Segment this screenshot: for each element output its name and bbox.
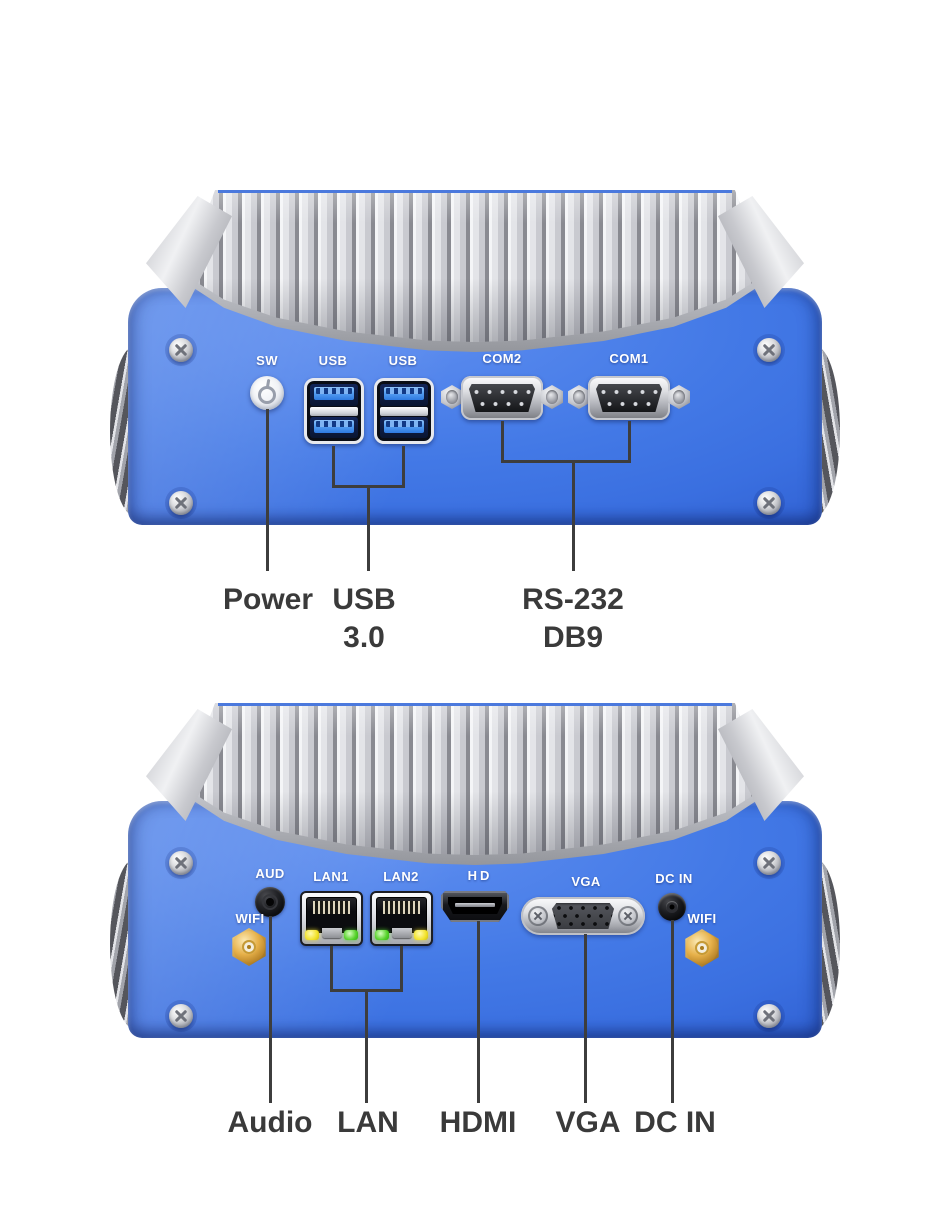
db9-pins: [596, 384, 662, 412]
db9-shell: [588, 376, 670, 420]
corner-screw: [169, 1004, 193, 1028]
usb-divider: [380, 406, 428, 416]
callout-bracket-usb: [332, 485, 405, 488]
corner-screw: [757, 851, 781, 875]
heatsink-fins: [183, 703, 767, 855]
callout-label-db9: DB9: [542, 621, 603, 654]
vga-screw: [528, 906, 548, 926]
audio-label: AUD: [255, 866, 285, 881]
db9-shell: [461, 376, 543, 420]
audio-jack: [255, 887, 285, 917]
lan1-port: [300, 891, 363, 946]
callout-line-com2: [501, 421, 504, 463]
wifi-right-label: WIFI: [687, 911, 717, 926]
jack-screw: [541, 385, 563, 409]
usb-port-stack-right: [374, 378, 434, 444]
usb-tongue: [314, 387, 354, 400]
callout-line-com1: [628, 421, 631, 463]
heatsink-fins: [183, 190, 767, 342]
sma-core: [242, 940, 256, 954]
rj45-latch: [391, 928, 412, 938]
corner-screw: [757, 491, 781, 515]
com1-label: COM1: [609, 351, 649, 366]
usb-tongue: [384, 387, 424, 400]
rj45-pins: [383, 901, 420, 914]
callout-label-audio: Audio: [227, 1106, 313, 1139]
corner-screw: [169, 491, 193, 515]
callout-label-dc-in: DC IN: [634, 1106, 716, 1139]
usb-port: [310, 416, 358, 438]
jack-screw: [441, 385, 463, 409]
corner-screw: [169, 851, 193, 875]
callout-line-usb-left: [332, 446, 335, 488]
lan-led-yellow: [305, 930, 319, 940]
hdmi-port: [441, 891, 509, 922]
callout-line-audio: [269, 916, 272, 1103]
sma-core: [695, 941, 709, 955]
usb-left-label: USB: [318, 353, 348, 368]
vga-port: [521, 897, 645, 935]
vga-label: VGA: [571, 874, 601, 889]
usb-tongue: [314, 419, 354, 433]
usb-tongue: [384, 419, 424, 433]
callout-bracket-lan: [330, 989, 403, 992]
corner-screw: [757, 338, 781, 362]
wifi-antenna-connector-right: [685, 929, 719, 967]
com1-serial-port: [568, 374, 690, 422]
wifi-antenna-connector-left: [232, 928, 266, 966]
callout-line-hdmi: [477, 921, 480, 1103]
usb-port: [310, 384, 358, 406]
callout-label-vga: VGA: [555, 1106, 621, 1139]
rj45-socket: [306, 897, 357, 933]
db9-pins: [469, 384, 535, 412]
lan-led-green: [344, 930, 358, 940]
lan-led-yellow: [414, 930, 428, 940]
callout-label-lan: LAN: [337, 1106, 399, 1139]
callout-line-power: [266, 409, 269, 571]
callout-label-power: Power: [222, 583, 314, 616]
callout-line-usb-right: [402, 446, 405, 488]
callout-label-usb: USB: [332, 583, 396, 616]
jack-screw: [568, 385, 590, 409]
lan-led-green: [375, 930, 389, 940]
usb-port: [380, 416, 428, 438]
power-button: [250, 376, 284, 410]
callout-line-dc-in: [671, 920, 674, 1103]
com2-label: COM2: [482, 351, 522, 366]
dc-in-label: DC IN: [655, 871, 693, 886]
callout-label-rs232: RS-232: [522, 583, 624, 616]
com2-serial-port: [441, 374, 563, 422]
callout-line-lan1: [330, 946, 333, 992]
callout-line-vga: [584, 934, 587, 1103]
callout-line-com-center: [572, 463, 575, 571]
callout-line-lan-center: [365, 992, 368, 1103]
dc-in-jack: [658, 893, 686, 921]
usb-divider: [310, 406, 358, 416]
jack-screw: [668, 385, 690, 409]
power-switch-label: SW: [256, 353, 278, 368]
rj45-latch: [321, 928, 342, 938]
callout-label-usb-version: 3.0: [343, 621, 385, 654]
callout-line-usb-center: [367, 488, 370, 571]
rj45-pins: [313, 901, 350, 914]
usb-port-stack-left: [304, 378, 364, 444]
corner-screw: [169, 338, 193, 362]
lan1-label: LAN1: [313, 869, 349, 884]
wifi-left-label: WIFI: [235, 911, 265, 926]
usb-right-label: USB: [388, 353, 418, 368]
corner-screw: [757, 1004, 781, 1028]
vga-pins: [552, 903, 614, 929]
vga-screw: [618, 906, 638, 926]
hdmi-label: HD: [467, 868, 493, 883]
usb-port: [380, 384, 428, 406]
callout-label-hdmi: HDMI: [439, 1106, 517, 1139]
lan2-port: [370, 891, 433, 946]
callout-bracket-com: [501, 460, 631, 463]
lan2-label: LAN2: [383, 869, 419, 884]
callout-line-lan2: [400, 946, 403, 992]
